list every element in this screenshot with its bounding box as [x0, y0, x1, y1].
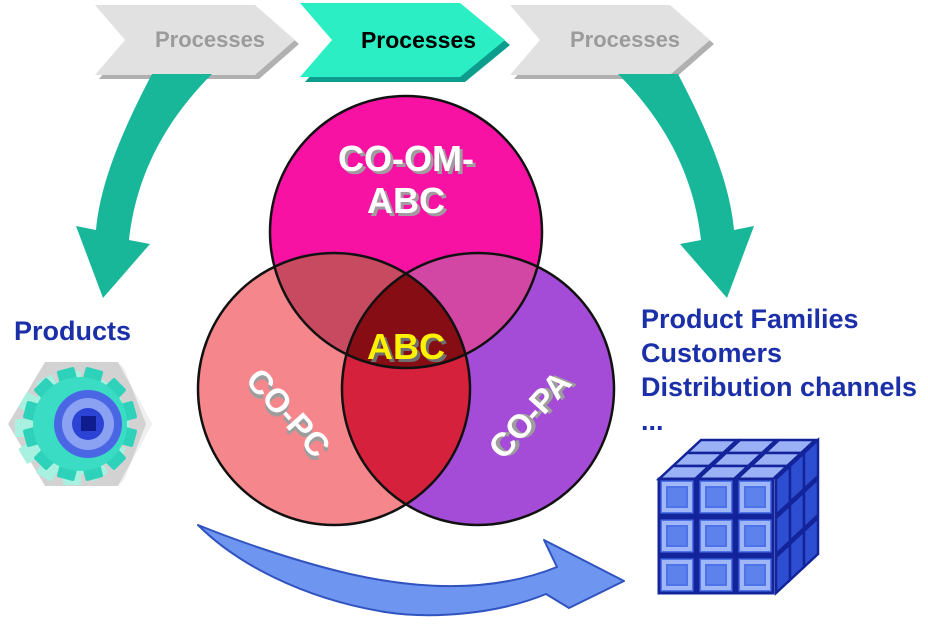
venn-top-circle-label: CO-OM- ABC	[338, 138, 474, 222]
process-step-3-label: Processes	[569, 27, 681, 52]
products-title: Products	[14, 316, 132, 346]
dimension-item-ellipsis: ...	[641, 406, 664, 436]
venn-outlines	[196, 94, 616, 527]
venn-center-intersection	[342, 253, 470, 368]
dimension-item: Customers	[641, 338, 783, 368]
process-chevron-1	[95, 5, 299, 79]
arrow-bottom-swoosh	[197, 524, 625, 617]
process-chevron-2-active	[300, 3, 510, 82]
cube-icon	[657, 438, 820, 595]
gear-icon	[8, 362, 152, 486]
venn-center-label: ABC	[367, 326, 445, 367]
dimensions-list: Product Families Customers Distribution …	[641, 302, 917, 438]
process-chevron-3	[510, 5, 714, 79]
process-step-2-label: Processes	[360, 26, 477, 53]
arrow-right-curved	[618, 74, 754, 298]
process-step-1-label: Processes	[154, 27, 266, 52]
dimension-item: Product Families	[641, 304, 859, 334]
dimension-item: Distribution channels	[641, 372, 918, 402]
venn-diagram	[196, 94, 616, 527]
arrow-left-curved	[76, 74, 212, 298]
